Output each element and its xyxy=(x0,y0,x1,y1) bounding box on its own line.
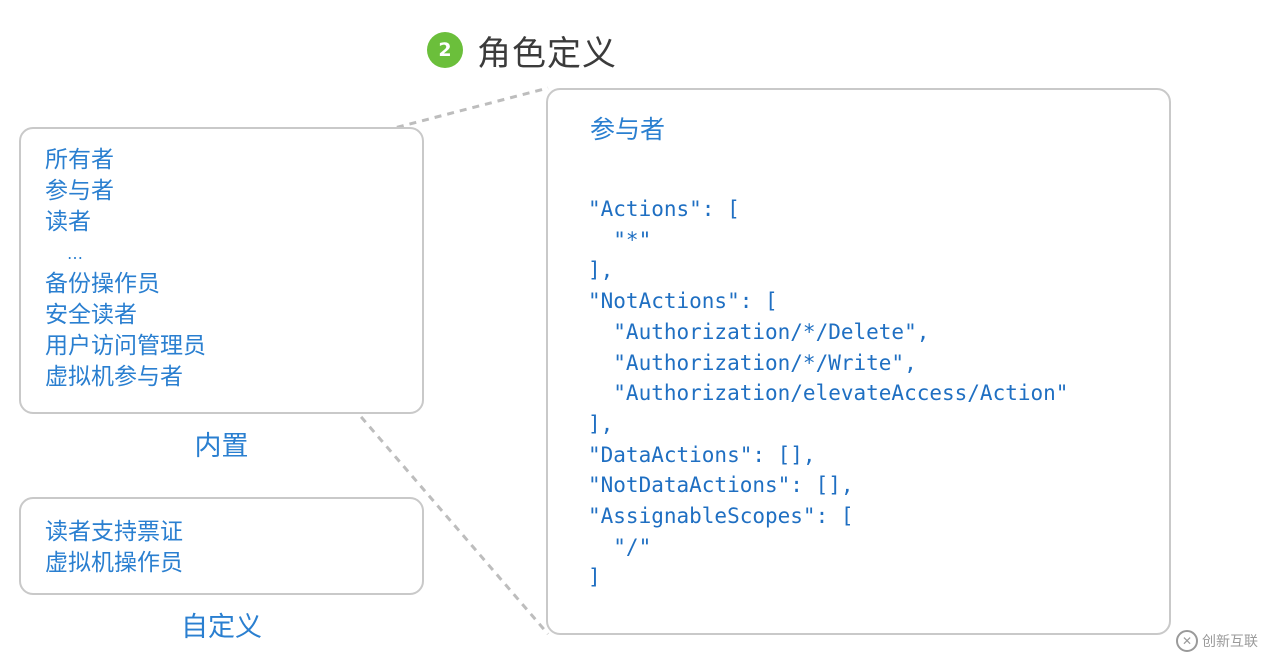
json-line: "*" xyxy=(588,227,652,252)
role-item-contributor: 参与者 xyxy=(45,178,114,204)
step-title: 角色定义 xyxy=(477,33,617,74)
json-line: "/" xyxy=(588,534,652,559)
role-item-user-access-admin: 用户访问管理员 xyxy=(45,333,206,359)
json-line: "Authorization/*/Write", xyxy=(588,350,917,375)
role-item-security-reader: 安全读者 xyxy=(45,302,137,328)
role-item-backup-operator: 备份操作员 xyxy=(45,271,160,297)
json-line: ] xyxy=(588,565,601,590)
role-item-vm-operator: 虚拟机操作员 xyxy=(45,550,183,576)
step-number-badge: 2 xyxy=(427,32,463,68)
custom-roles-box: 读者支持票证 虚拟机操作员 xyxy=(19,497,424,595)
step-header: 2 角色定义 xyxy=(427,28,617,74)
builtin-roles-box: 所有者 参与者 读者 … 备份操作员 安全读者 用户访问管理员 虚拟机参与者 xyxy=(19,127,424,414)
custom-caption: 自定义 xyxy=(181,612,262,643)
json-line: "AssignableScopes": [ xyxy=(588,504,854,529)
json-line: "NotActions": [ xyxy=(588,289,778,314)
json-line: "DataActions": [], xyxy=(588,442,816,467)
watermark-logo-icon: ✕ xyxy=(1176,630,1198,652)
role-definition-json: "Actions": [ "*" ], "NotActions": [ "Aut… xyxy=(588,194,1068,593)
json-line: ], xyxy=(588,258,614,283)
role-item-reader: 读者 xyxy=(45,209,91,235)
watermark-text: 创新互联 xyxy=(1202,634,1258,650)
watermark: ✕ 创新互联 xyxy=(1176,630,1258,652)
json-line: "NotDataActions": [], xyxy=(588,473,854,498)
role-definition-box: 参与者 "Actions": [ "*" ], "NotActions": [ … xyxy=(546,88,1171,635)
json-line: "Authorization/*/Delete", xyxy=(588,319,930,344)
json-line: "Actions": [ xyxy=(588,197,740,221)
role-item-owner: 所有者 xyxy=(45,147,114,173)
json-line: "Authorization/elevateAccess/Action" xyxy=(588,381,1069,406)
role-list-ellipsis: … xyxy=(67,244,83,263)
role-definition-title: 参与者 xyxy=(590,115,666,144)
role-item-support-ticket-reader: 读者支持票证 xyxy=(45,519,183,545)
json-line: ], xyxy=(588,411,614,436)
builtin-caption: 内置 xyxy=(194,431,249,462)
role-item-vm-contributor: 虚拟机参与者 xyxy=(45,364,183,390)
